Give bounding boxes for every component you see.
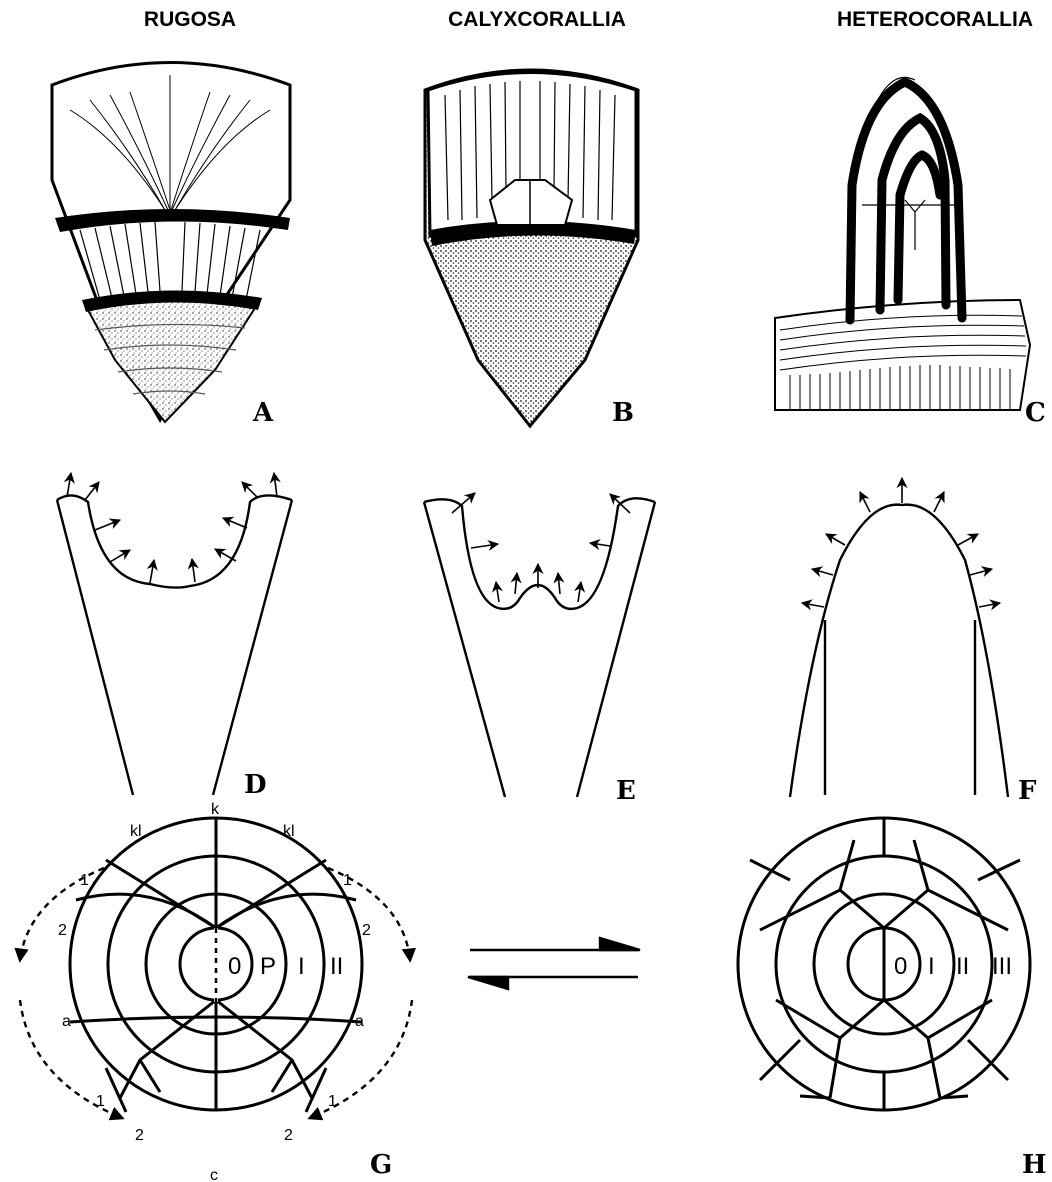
- panel-label-b: B: [612, 398, 634, 428]
- g-zone-p: P: [260, 953, 276, 980]
- panel-h-septal-diagram: [738, 818, 1030, 1110]
- panel-label-c: C: [1025, 398, 1046, 428]
- h-zone-0: 0: [894, 953, 907, 980]
- panel-label-g: G: [370, 1150, 392, 1180]
- panel-label-h: H: [1022, 1150, 1047, 1180]
- equilibrium-arrows: [468, 938, 640, 989]
- g-zone-ii: II: [330, 953, 343, 980]
- g-label-2-upper-right: 2: [362, 922, 371, 939]
- g-label-a-right: a: [355, 1013, 364, 1030]
- panel-d-growth-schematic: [57, 495, 292, 795]
- panel-f-growth-schematic: [790, 505, 1008, 797]
- g-label-k: k: [211, 801, 220, 818]
- g-label-kl-right: kl: [283, 823, 295, 840]
- g-label-1-lower-right: 1: [328, 1093, 337, 1110]
- panel-e-growth-schematic: [424, 498, 655, 797]
- g-zone-i: I: [298, 953, 305, 980]
- g-label-1-upper-left: 1: [80, 872, 89, 889]
- panel-g-insertion-arrow-upper-left: [20, 868, 104, 960]
- panel-a-rugosa-corallite: [52, 63, 290, 423]
- g-label-2-lower-right: 2: [284, 1127, 293, 1144]
- g-label-2-upper-left: 2: [58, 922, 67, 939]
- h-zone-i: I: [928, 953, 935, 980]
- panel-label-e: E: [616, 776, 636, 806]
- g-label-kl-left: kl: [130, 823, 142, 840]
- panel-label-f: F: [1018, 776, 1036, 806]
- g-label-1-upper-right: 1: [343, 872, 352, 889]
- panel-c-heterocorallia-corallite: [775, 77, 1030, 410]
- panel-label-a: A: [253, 398, 273, 428]
- g-label-c: c: [210, 1167, 218, 1182]
- panel-label-d: D: [244, 770, 267, 800]
- panel-g-insertion-arrow-upper-right: [328, 868, 410, 960]
- g-label-2-lower-left: 2: [135, 1127, 144, 1144]
- g-label-a-left: a: [62, 1013, 71, 1030]
- g-label-1-lower-left: 1: [96, 1093, 105, 1110]
- panel-d-growth-arrows: [67, 473, 277, 583]
- h-zone-iii: III: [992, 953, 1012, 980]
- g-zone-0: 0: [228, 953, 241, 980]
- panel-b-calyxcorallia-corallite: [425, 70, 638, 426]
- h-zone-ii: II: [956, 953, 969, 980]
